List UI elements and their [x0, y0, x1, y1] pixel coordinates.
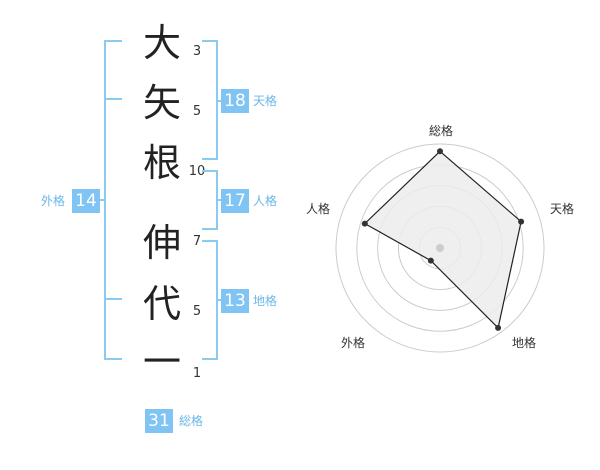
bracket-tick-upper: [104, 98, 122, 100]
name-char-2: 矢: [142, 81, 181, 125]
radar-data-polygon: [363, 150, 522, 330]
gaikaku-value: 14: [72, 189, 100, 213]
radar-point-4: [361, 220, 368, 227]
name-char-1: 大: [142, 21, 181, 65]
name-char-5: 代: [142, 282, 181, 326]
stroke-count-1: 3: [192, 44, 202, 59]
name-char-6: 一: [142, 340, 181, 384]
radar-axis-label-soukaku: 総格: [429, 123, 453, 138]
stroke-count-4: 7: [192, 234, 202, 249]
name-char-3: 根: [142, 141, 181, 185]
radar-point-1: [518, 218, 525, 225]
radar-ring: [335, 143, 545, 353]
chikaku-value: 13: [221, 289, 249, 313]
radar-point-2: [495, 324, 502, 331]
tenkaku-label: 天格: [253, 94, 278, 108]
jinkaku-connector: [216, 199, 222, 201]
radar-axis-label-jinkaku: 人格: [306, 201, 330, 216]
tenkaku-connector: [216, 100, 222, 102]
chikaku-label: 地格: [253, 294, 278, 308]
stroke-count-3: 10: [188, 164, 206, 179]
bracket-tick-lower: [104, 298, 122, 300]
soukaku-value: 31: [145, 409, 173, 433]
chikaku-connector: [216, 299, 222, 301]
stroke-count-2: 5: [192, 104, 202, 119]
stroke-count-6: 1: [192, 366, 202, 381]
tenkaku-value: 18: [221, 89, 249, 113]
soukaku-label: 総格: [179, 414, 204, 428]
jinkaku-value: 17: [221, 189, 249, 213]
radar-axis-label-tenkaku: 天格: [550, 201, 574, 216]
gaikaku-label: 外格: [41, 194, 66, 208]
radar-center-dot: [436, 244, 444, 252]
name-char-4: 伸: [142, 221, 181, 265]
radar-axis-label-chikaku: 地格: [512, 335, 536, 350]
radar-axis-label-gaikaku: 外格: [341, 335, 365, 350]
radar-points: [361, 148, 525, 331]
gaikaku-connector: [98, 199, 106, 201]
radar-point-3: [427, 257, 434, 264]
stroke-count-5: 5: [192, 304, 202, 319]
jinkaku-label: 人格: [253, 194, 278, 208]
radar-point-0: [437, 148, 443, 155]
